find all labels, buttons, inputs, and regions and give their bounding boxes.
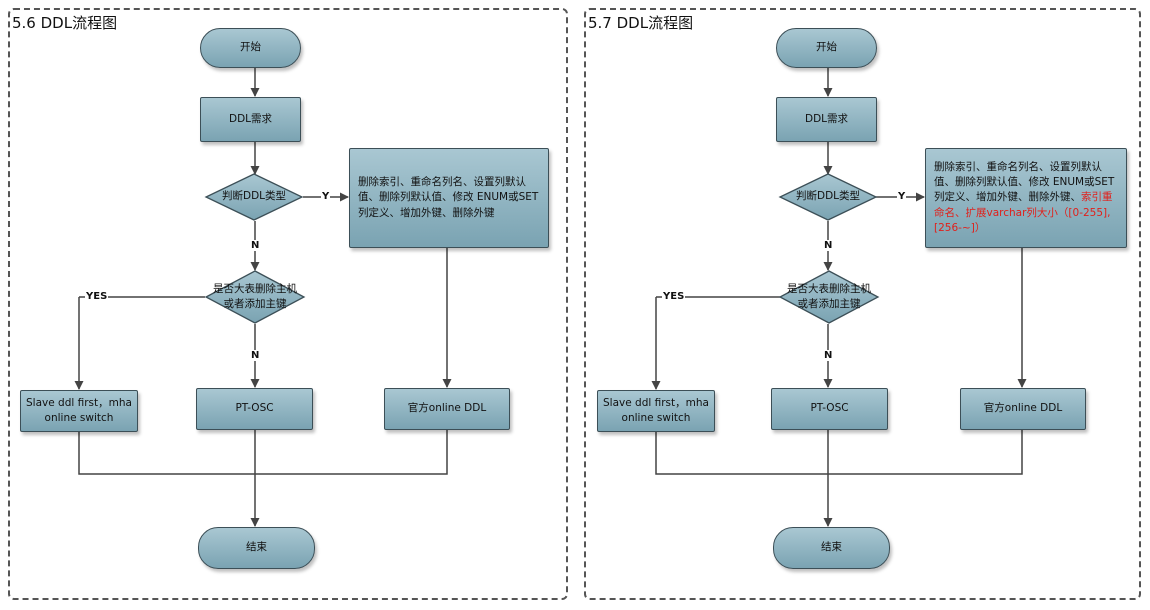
panel-title: 5.6 DDL流程图 (12, 14, 118, 32)
decision-label: 判断DDL类型 (795, 190, 861, 203)
slave-switch-node: Slave ddl first，mha online switch (20, 390, 138, 432)
edge-label-yes-type: Y (897, 191, 907, 202)
edge-label-no-bigtable: N (250, 350, 261, 361)
ops-text: 删除索引、重命名列名、设置列默认值、删除列默认值、修改 ENUM或SET列定义、… (934, 160, 1115, 204)
flowchart-panel-5-6: 5.6 DDL流程图 (8, 8, 568, 600)
pt-osc-node: PT-OSC (771, 388, 888, 430)
edge-label-no-bigtable: N (823, 350, 834, 361)
edge-label-no-type: N (250, 240, 261, 251)
decision-shape (204, 173, 304, 221)
edge-label-yes-bigtable: YES (662, 291, 686, 302)
judge-ddl-type-decision: 判断DDL类型 (204, 173, 304, 221)
decision-shape (204, 270, 306, 324)
ddl-request-node: DDL需求 (776, 97, 877, 142)
end-node: 结束 (198, 527, 315, 569)
start-node: 开始 (200, 28, 301, 68)
decision-shape (778, 270, 880, 324)
end-node: 结束 (773, 527, 890, 569)
slave-switch-node: Slave ddl first，mha online switch (597, 390, 715, 432)
online-ops-list-node: 删除索引、重命名列名、设置列默认值、删除列默认值、修改 ENUM或SET列定义、… (349, 148, 549, 248)
start-node: 开始 (776, 28, 877, 68)
big-table-decision: 是否大表删除主机或者添加主键 (778, 270, 880, 324)
ops-text: 删除索引、重命名列名、设置列默认值、删除列默认值、修改 ENUM或SET列定义、… (358, 176, 539, 219)
decision-label: 是否大表删除主机或者添加主键 (213, 282, 297, 310)
pt-osc-node: PT-OSC (196, 388, 313, 430)
edge-label-yes-bigtable: YES (85, 291, 109, 302)
big-table-decision: 是否大表删除主机或者添加主键 (204, 270, 306, 324)
online-ddl-node: 官方online DDL (384, 388, 510, 430)
ddl-request-node: DDL需求 (200, 97, 301, 142)
decision-label: 判断DDL类型 (221, 190, 287, 203)
ops-text-highlight: 索引重命名、扩展varchar列大小（[0-255],[256-~]） (934, 191, 1113, 234)
judge-ddl-type-decision: 判断DDL类型 (778, 173, 878, 221)
online-ops-text: 删除索引、重命名列名、设置列默认值、删除列默认值、修改 ENUM或SET列定义、… (358, 175, 540, 221)
flowchart-panel-5-7: 5.7 DDL流程图 (584, 8, 1141, 600)
online-ddl-node: 官方online DDL (960, 388, 1086, 430)
edge-label-yes-type: Y (321, 191, 331, 202)
decision-label: 是否大表删除主机或者添加主键 (787, 282, 871, 310)
online-ops-text: 删除索引、重命名列名、设置列默认值、删除列默认值、修改 ENUM或SET列定义、… (934, 160, 1118, 236)
panel-title: 5.7 DDL流程图 (588, 14, 694, 32)
online-ops-list-node: 删除索引、重命名列名、设置列默认值、删除列默认值、修改 ENUM或SET列定义、… (925, 148, 1127, 248)
edge-label-no-type: N (823, 240, 834, 251)
decision-shape (778, 173, 878, 221)
